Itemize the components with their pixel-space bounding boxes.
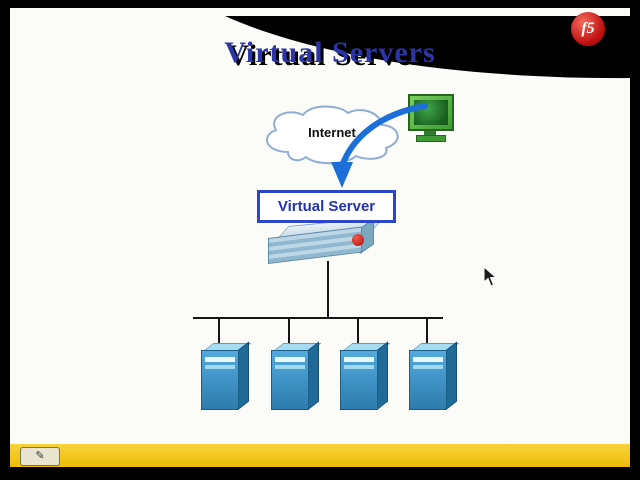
bigip-appliance-icon xyxy=(266,216,385,268)
pen-tool-button[interactable]: ✎ xyxy=(20,447,60,466)
monitor-base xyxy=(416,135,446,142)
server-tower-icon xyxy=(201,341,252,410)
network-line-drop xyxy=(288,319,290,343)
tower-side-face xyxy=(308,341,319,410)
network-line-vertical xyxy=(327,261,329,318)
f5-logo-text: f5 xyxy=(581,20,595,37)
network-line-bus xyxy=(193,317,443,319)
f5-logo: f5 xyxy=(571,12,605,46)
network-line-drop xyxy=(218,319,220,343)
server-tower-icon xyxy=(271,341,322,410)
tower-front-face xyxy=(201,350,239,410)
black-swoosh-decoration xyxy=(225,16,640,79)
server-tower-icon xyxy=(409,341,460,410)
tower-vent-band xyxy=(413,365,443,369)
tower-side-face xyxy=(238,341,249,410)
tower-side-face xyxy=(377,341,388,410)
f5-ball-icon xyxy=(352,234,364,246)
bottom-toolbar: ✎ xyxy=(10,444,630,467)
server-tower-icon xyxy=(340,341,391,410)
tower-vent-band xyxy=(205,357,235,362)
network-line-drop xyxy=(426,319,428,343)
tower-vent-band xyxy=(275,357,305,362)
tower-side-face xyxy=(446,341,457,410)
tower-vent-band xyxy=(275,365,305,369)
mouse-cursor xyxy=(483,266,497,287)
tower-front-face xyxy=(271,350,309,410)
virtual-server-label: Virtual Server xyxy=(277,198,376,215)
internet-cloud-icon xyxy=(265,105,399,165)
pencil-icon: ✎ xyxy=(35,450,45,462)
page-title: Virtual Servers xyxy=(224,36,436,69)
tower-vent-band xyxy=(344,357,374,362)
slide-canvas: Virtual Servers Internet Virtual Server xyxy=(10,8,640,444)
monitor-stand xyxy=(424,131,436,135)
tower-vent-band xyxy=(413,357,443,362)
tower-front-face xyxy=(340,350,378,410)
internet-label: Internet xyxy=(308,125,356,140)
tower-front-face xyxy=(409,350,447,410)
network-line-drop xyxy=(357,319,359,343)
tower-vent-band xyxy=(205,365,235,369)
traffic-arrow-icon xyxy=(331,103,428,188)
tower-vent-band xyxy=(344,365,374,369)
virtual-server-box: Virtual Server xyxy=(257,190,396,223)
